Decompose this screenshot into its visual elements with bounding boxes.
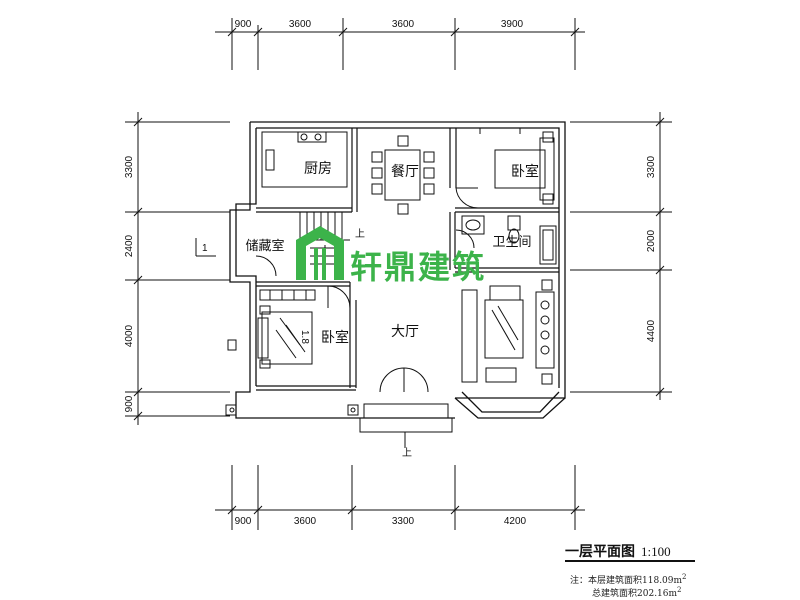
storage-door[interactable] [255, 255, 277, 277]
total-area-note: 总建筑面积202.16m2 [592, 586, 682, 599]
left-dim-3: 4000 [124, 324, 135, 347]
columns [225, 339, 359, 416]
entrance-platform [359, 403, 453, 448]
left-dim-2: 2400 [124, 234, 135, 257]
room-bedroom-ne: 卧室 [511, 163, 539, 180]
west-bedroom-wardrobe [259, 289, 316, 301]
room-storage: 储藏室 [245, 238, 284, 254]
west-bed [257, 305, 313, 369]
left-dimension-line [125, 112, 230, 425]
watermark: 轩鼎建筑 [296, 226, 486, 286]
right-dim-1: 3300 [646, 155, 657, 178]
right-dimension-line [570, 112, 672, 400]
exterior-walls [229, 121, 566, 419]
left-dimension-labels: 3300 2400 4000 900 [124, 155, 135, 412]
total-area-label: 总建筑面积 [592, 589, 638, 599]
sofa-set [461, 285, 524, 383]
bottom-dim-2: 3600 [294, 516, 317, 527]
room-kitchen: 厨房 [304, 161, 332, 177]
bottom-dim-3: 3300 [392, 516, 415, 527]
room-hall: 大厅 [391, 324, 419, 340]
floor-area-label: 注：本层建筑面积 [570, 576, 643, 586]
watermark-text: 轩鼎建筑 [350, 248, 486, 286]
bottom-dim-4: 4200 [504, 516, 527, 527]
section-mark [195, 238, 216, 257]
room-bathroom: 卫生间 [492, 235, 531, 250]
entry-door[interactable] [379, 367, 429, 393]
bottom-dimension-line [215, 465, 585, 530]
left-dim-1: 3300 [124, 155, 135, 178]
watermark-logo-icon [296, 226, 344, 280]
entrance-up-label: 上 [402, 447, 412, 459]
floor-area-note: 注：本层建筑面积118.09m2 [570, 573, 687, 586]
top-dim-1: 900 [235, 19, 252, 30]
tv-cabinet [535, 279, 555, 385]
top-dim-4: 3900 [501, 19, 524, 30]
section-mark-label: 1 [202, 243, 208, 254]
top-dim-2: 3600 [289, 19, 312, 30]
interior-walls [256, 128, 559, 391]
total-area-value: 202.16m [637, 589, 678, 599]
ne-bedroom-door[interactable] [455, 187, 479, 209]
kitchen-counter [261, 131, 348, 188]
floor-area-value: 118.09m [642, 576, 683, 586]
stair-up-label: 上 [355, 228, 365, 240]
top-dimension-labels: 900 3600 3600 3900 [235, 19, 524, 30]
left-dim-4: 900 [124, 395, 135, 412]
bottom-dimension-labels: 900 3600 3300 4200 [235, 516, 527, 527]
room-bedroom-west: 卧室 [321, 329, 349, 346]
right-dim-3: 4400 [646, 319, 657, 342]
title-underline [565, 560, 695, 562]
bathroom-fixtures [455, 215, 557, 265]
plan-title-text: 一层平面图 [565, 544, 635, 560]
top-dim-3: 3600 [392, 19, 415, 30]
bed-size-label: 1.8 [299, 330, 310, 344]
plan-title: 一层平面图 1:100 [565, 541, 671, 561]
plan-scale: 1:100 [641, 544, 671, 559]
ne-bed [479, 128, 555, 205]
dining-table [371, 135, 435, 215]
bottom-dim-1: 900 [235, 516, 252, 527]
top-dimension-line [215, 18, 585, 70]
right-dimension-labels: 3300 2000 4400 [646, 155, 657, 342]
west-bedroom-door[interactable] [327, 285, 351, 309]
room-dining: 餐厅 [391, 164, 419, 180]
right-dim-2: 2000 [646, 229, 657, 252]
